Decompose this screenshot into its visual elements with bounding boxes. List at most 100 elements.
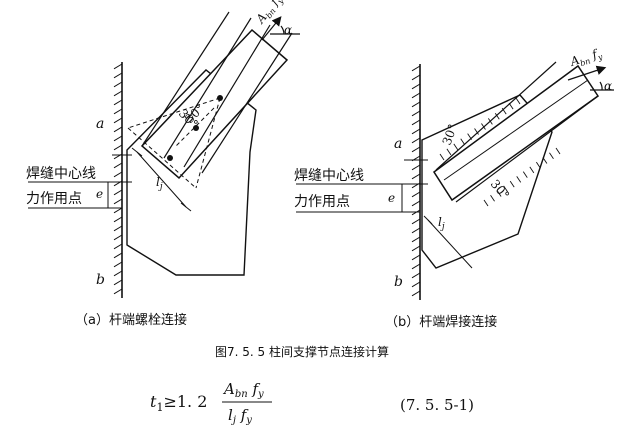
hatch-line: [113, 144, 123, 151]
right-figure-welded: a b 焊缝中心线 力作用点 e lj 30° 30° Abn fy α （b）…: [294, 46, 614, 330]
hatch-line: [411, 74, 421, 81]
formula-numerator: Abn fy: [222, 380, 264, 400]
weld-tick: [483, 199, 489, 207]
hatch-line: [411, 164, 421, 171]
formula-lhs: t1≥1. 2: [150, 392, 207, 414]
right-label-b: b: [394, 274, 403, 290]
right-force-label: Abn fy: [568, 46, 605, 71]
hatch-line: [411, 83, 421, 90]
hatch-line: [411, 227, 421, 234]
left-brace-member: [140, 11, 293, 180]
formula-denominator: lj fy: [228, 406, 252, 426]
left-leaders: [28, 154, 132, 209]
weld-tick: [490, 195, 495, 202]
hatch-line: [113, 279, 123, 286]
hatch-line: [113, 117, 123, 124]
left-alpha-label: α: [284, 23, 292, 37]
hatch-line: [113, 189, 123, 196]
weld-tick: [509, 180, 515, 188]
hatch-line: [113, 252, 123, 259]
hatch-line: [113, 72, 123, 79]
hatch-line: [411, 191, 421, 198]
right-caption: （b）杆端焊接连接: [385, 314, 497, 330]
left-label-e: e: [96, 187, 103, 201]
hatch-line: [411, 281, 421, 288]
weld-tick: [516, 176, 522, 183]
hatch-line: [411, 110, 421, 117]
left-column-wall: [113, 62, 123, 298]
figure-title: 图7. 5. 5 柱间支撑节点连接计算: [215, 344, 389, 359]
weld-tick: [487, 118, 493, 125]
weld-tick: [446, 148, 452, 156]
hatch-line: [411, 200, 421, 207]
hatch-line: [113, 135, 123, 142]
left-weld-centerline-label: 焊缝中心线: [26, 166, 96, 182]
left-caption: （a）杆端螺栓连接: [75, 312, 187, 328]
formula-number: (7. 5. 5-1): [400, 396, 474, 414]
hatch-line: [113, 99, 123, 106]
right-force-point-label: 力作用点: [294, 194, 350, 210]
right-label-e: e: [388, 191, 395, 205]
right-force-arrow: [567, 65, 614, 91]
hatch-line: [411, 101, 421, 108]
right-column-wall: [411, 64, 421, 300]
left-force-label: Abn fy: [253, 0, 286, 28]
right-label-lj: lj: [438, 215, 445, 232]
weld-tick: [555, 147, 561, 155]
hatch-line: [411, 236, 421, 243]
right-weld-hatching: [439, 97, 561, 207]
weld-tick: [515, 97, 521, 105]
left-label-lj: lj: [156, 175, 163, 192]
weld-tick: [453, 143, 459, 151]
hatch-line: [411, 254, 421, 261]
left-spread-lines: [127, 97, 221, 189]
left-label-b: b: [96, 272, 105, 288]
hatch-line: [411, 245, 421, 252]
weld-tick: [522, 171, 528, 178]
left-label-a: a: [96, 116, 104, 132]
weld-tick: [481, 123, 486, 130]
right-angle-label-top: 30°: [440, 122, 460, 147]
hatch-line: [113, 216, 123, 223]
weld-tick: [535, 161, 541, 169]
right-leaders: [296, 159, 428, 213]
hatch-line: [411, 65, 421, 72]
hatch-line: [113, 162, 123, 169]
hatch-line: [113, 225, 123, 232]
hatch-line: [411, 119, 421, 126]
right-alpha-label: α: [604, 79, 612, 93]
right-weld-centerline-label: 焊缝中心线: [294, 168, 364, 184]
right-angle-label-bottom: 30°: [488, 177, 512, 202]
hatch-line: [411, 128, 421, 135]
weld-tick: [508, 102, 514, 110]
left-force-arrow: [261, 16, 300, 41]
weld-tick: [494, 113, 500, 120]
right-lj-dimension: [423, 215, 473, 269]
hatch-line: [411, 272, 421, 279]
weld-tick: [467, 133, 473, 140]
weld-tick: [501, 107, 507, 115]
bolt: [167, 155, 173, 161]
hatch-line: [411, 218, 421, 225]
weld-tick: [496, 190, 502, 197]
hatch-line: [411, 173, 421, 180]
hatch-line: [113, 261, 123, 268]
weld-tick: [474, 128, 479, 135]
hatch-line: [113, 108, 123, 115]
hatch-line: [113, 288, 123, 295]
bolt: [193, 125, 199, 131]
hatch-line: [411, 263, 421, 270]
right-brace-member: [432, 61, 600, 203]
hatch-line: [113, 63, 123, 70]
formula-7-5-5-1: t1≥1. 2 Abn fy lj fy (7. 5. 5-1): [150, 380, 474, 426]
hatch-line: [411, 137, 421, 144]
hatch-line: [113, 171, 123, 178]
left-figure-bolted: a b 焊缝中心线 力作用点 e lj 30° 30° Abn fy α （a）…: [26, 0, 300, 328]
right-label-a: a: [394, 136, 402, 152]
hatch-line: [411, 290, 421, 297]
left-bolts: [167, 95, 223, 161]
weld-tick: [503, 185, 509, 193]
hatch-line: [113, 243, 123, 250]
hatch-line: [113, 207, 123, 214]
